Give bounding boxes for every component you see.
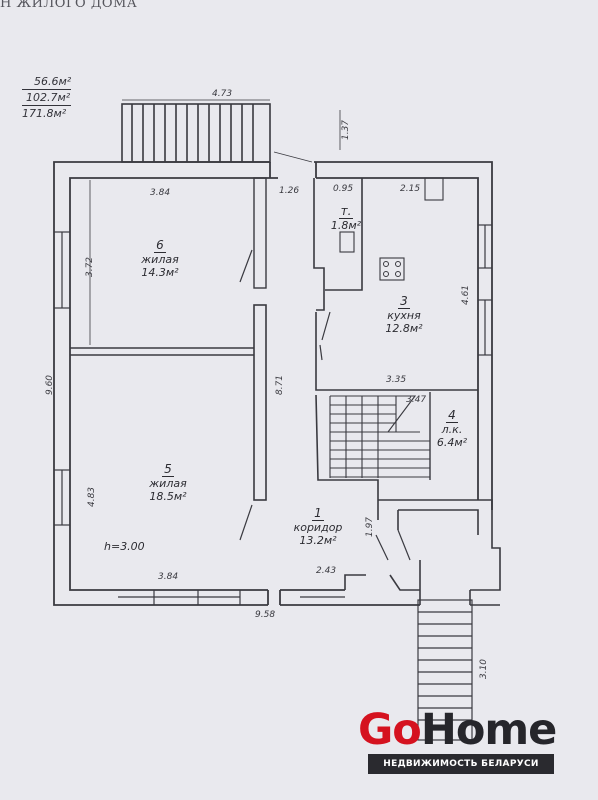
ceiling-height: h=3.00 bbox=[104, 540, 145, 553]
dim-total-width: 9.58 bbox=[255, 610, 276, 620]
room-1-area: 13.2м² bbox=[299, 534, 337, 547]
left-windows bbox=[54, 231, 70, 526]
dim-kitchen-width: 2.15 bbox=[400, 184, 421, 194]
room-wc-number: т. bbox=[338, 204, 354, 219]
plan-header: Н ЖИЛОГО ДОМА bbox=[0, 0, 138, 11]
room-5-number: 5 bbox=[162, 462, 174, 477]
dim-kitchen-bottom: 3.35 bbox=[386, 375, 407, 385]
room-3-number: 3 bbox=[398, 294, 410, 309]
total-area: 171.8м² bbox=[22, 107, 67, 120]
right-windows bbox=[478, 224, 492, 356]
dim-porch-width: 4.73 bbox=[212, 89, 233, 99]
back-porch-stairs bbox=[121, 103, 271, 163]
dim-room6-depth: 3.72 bbox=[85, 256, 96, 278]
room-4-name: л.к. bbox=[441, 423, 463, 436]
logo-go: Go bbox=[358, 705, 422, 755]
room-4-area: 6.4м² bbox=[436, 436, 468, 449]
gohome-logo: GoHome НЕДВИЖИМОСТЬ БЕЛАРУСИ bbox=[358, 705, 557, 774]
dim-hall-length: 8.71 bbox=[275, 374, 286, 396]
outer-walls bbox=[53, 161, 493, 606]
internal-walls bbox=[70, 177, 478, 541]
room-5-label: 5 жилая 18.5м² bbox=[136, 458, 200, 504]
room-4-number: 4 bbox=[446, 408, 458, 423]
dim-room6-width: 3.84 bbox=[150, 188, 171, 198]
dimension-lines bbox=[89, 99, 341, 345]
living-area: 56.6м² bbox=[22, 74, 72, 90]
room-wc-area: 1.8м² bbox=[330, 219, 362, 232]
room-6-number: 6 bbox=[154, 238, 166, 253]
dim-kitchen-depth: 4.61 bbox=[461, 284, 472, 306]
room-5-name: жилая bbox=[149, 477, 187, 490]
room-6-area: 14.3м² bbox=[141, 266, 179, 279]
room-3-name: кухня bbox=[387, 309, 421, 322]
room-wc-label: т. 1.8м² bbox=[326, 200, 366, 233]
room-1-name: коридор bbox=[293, 521, 343, 534]
room-6-label: 6 жилая 14.3м² bbox=[128, 234, 192, 280]
room-1-label: 1 коридор 13.2м² bbox=[282, 502, 354, 548]
dim-corridor-width: 2.43 bbox=[316, 566, 337, 576]
room-4-label: 4 л.к. 6.4м² bbox=[424, 404, 480, 450]
dim-vestibule: 1.97 bbox=[365, 516, 376, 538]
dim-porch-depth: 1.37 bbox=[341, 119, 352, 141]
bottom-windows bbox=[118, 590, 345, 605]
room-3-area: 12.8м² bbox=[385, 322, 423, 335]
dim-hall-width: 1.26 bbox=[279, 186, 300, 196]
front-steps bbox=[417, 599, 473, 741]
room-1-number: 1 bbox=[312, 506, 324, 521]
dim-room5-depth: 4.83 bbox=[87, 486, 98, 508]
logo-tagline: НЕДВИЖИМОСТЬ БЕЛАРУСИ bbox=[368, 754, 554, 774]
area-summary: 56.6м² 102.7м² 171.8м² bbox=[22, 74, 72, 121]
dim-stair-width: 3.47 bbox=[406, 395, 427, 405]
dim-steps-length: 3.10 bbox=[479, 658, 490, 680]
room-6-name: жилая bbox=[141, 253, 179, 266]
usable-area: 102.7м² bbox=[22, 90, 72, 106]
room-3-label: 3 кухня 12.8м² bbox=[372, 290, 436, 336]
room-5-area: 18.5м² bbox=[149, 490, 187, 503]
interior-stairs bbox=[329, 392, 431, 480]
vestibule bbox=[344, 499, 501, 606]
logo-wordmark: GoHome bbox=[358, 705, 557, 755]
dim-room5-width: 3.84 bbox=[158, 572, 179, 582]
dim-wc-width: 0.95 bbox=[333, 184, 354, 194]
logo-home: Home bbox=[420, 705, 557, 755]
dim-total-depth: 9.60 bbox=[45, 374, 56, 396]
